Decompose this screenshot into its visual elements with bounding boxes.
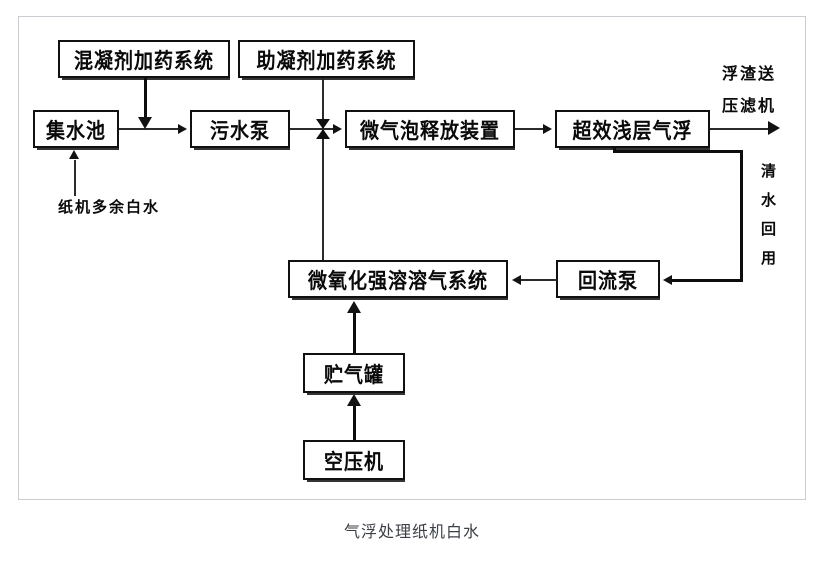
node-gas-storage-tank[interactable]: 贮气罐 (303, 353, 405, 395)
connector-return-pump-to-dissolved-air (521, 279, 557, 281)
node-label: 集水池 (45, 118, 106, 143)
node-label: 超效浅层气浮 (572, 118, 693, 143)
node-label: 微氧化强溶溶气系统 (307, 268, 488, 293)
label-scum-to-filter-press-line2: 压滤机 (722, 96, 777, 115)
arrow-to-flotation (543, 124, 552, 134)
connector-gas-tank-to-dissolved-air (353, 312, 356, 353)
node-label: 回流泵 (577, 268, 638, 293)
node-collection-pit[interactable]: 集水池 (33, 110, 119, 150)
valve-upper-triangle (316, 119, 330, 129)
figure-caption: 气浮处理纸机白水 (343, 522, 480, 541)
connector-sewage-pump-to-valve (290, 128, 323, 130)
diagram-border (18, 16, 806, 500)
node-coagulant-dosing-system[interactable]: 混凝剂加药系统 (58, 40, 230, 80)
node-shallow-air-flotation[interactable]: 超效浅层气浮 (555, 110, 710, 150)
connector-flocculant-dosing-vertical (322, 78, 324, 260)
node-air-compressor[interactable]: 空压机 (303, 440, 405, 482)
node-sewage-pump[interactable]: 污水泵 (190, 110, 290, 150)
arrow-coagulant-down (138, 117, 152, 129)
arrow-clearwater-to-return-pump (663, 275, 672, 285)
node-label: 微气泡释放装置 (359, 118, 500, 143)
connector-clearwater-top-segment (613, 150, 743, 153)
arrow-inlet-up (69, 150, 79, 159)
connector-coagulant-dosing-down (144, 78, 147, 118)
node-label: 污水泵 (209, 118, 270, 143)
arrow-to-sewage-pump (178, 124, 187, 134)
arrow-compressor-up (347, 394, 361, 406)
node-label: 空压机 (323, 449, 384, 474)
node-label: 贮气罐 (323, 362, 384, 387)
node-return-pump[interactable]: 回流泵 (556, 260, 660, 300)
connector-microbubble-to-flotation (515, 128, 545, 130)
arrow-to-dissolved-air-system (512, 275, 521, 285)
node-label: 助凝剂加药系统 (256, 48, 397, 73)
arrow-scum-outlet (768, 121, 780, 135)
valve-lower-triangle (316, 129, 330, 139)
connector-compressor-to-gas-tank (353, 405, 356, 441)
connector-inlet-to-collection-pit (74, 160, 76, 196)
node-label: 混凝剂加药系统 (73, 48, 214, 73)
label-scum-to-filter-press-line1: 浮渣送 (722, 64, 777, 83)
node-flocculant-dosing-system[interactable]: 助凝剂加药系统 (238, 40, 415, 80)
connector-flotation-to-scum-outlet (710, 128, 772, 130)
arrow-gas-tank-up (347, 301, 361, 313)
node-dissolved-air-system[interactable]: 微氧化强溶溶气系统 (288, 260, 508, 300)
connector-flotation-drop (613, 148, 616, 152)
connector-collection-pit-to-sewage-pump (119, 128, 180, 130)
connector-clearwater-down-segment (740, 150, 743, 282)
label-clear-water-reuse: 清水回用 (759, 163, 777, 279)
connector-clearwater-bottom-segment (672, 279, 742, 282)
label-inlet-white-water: 纸机多余白水 (58, 198, 161, 216)
node-microbubble-release-device[interactable]: 微气泡释放装置 (345, 110, 515, 150)
arrow-to-microbubble-device (333, 124, 342, 134)
